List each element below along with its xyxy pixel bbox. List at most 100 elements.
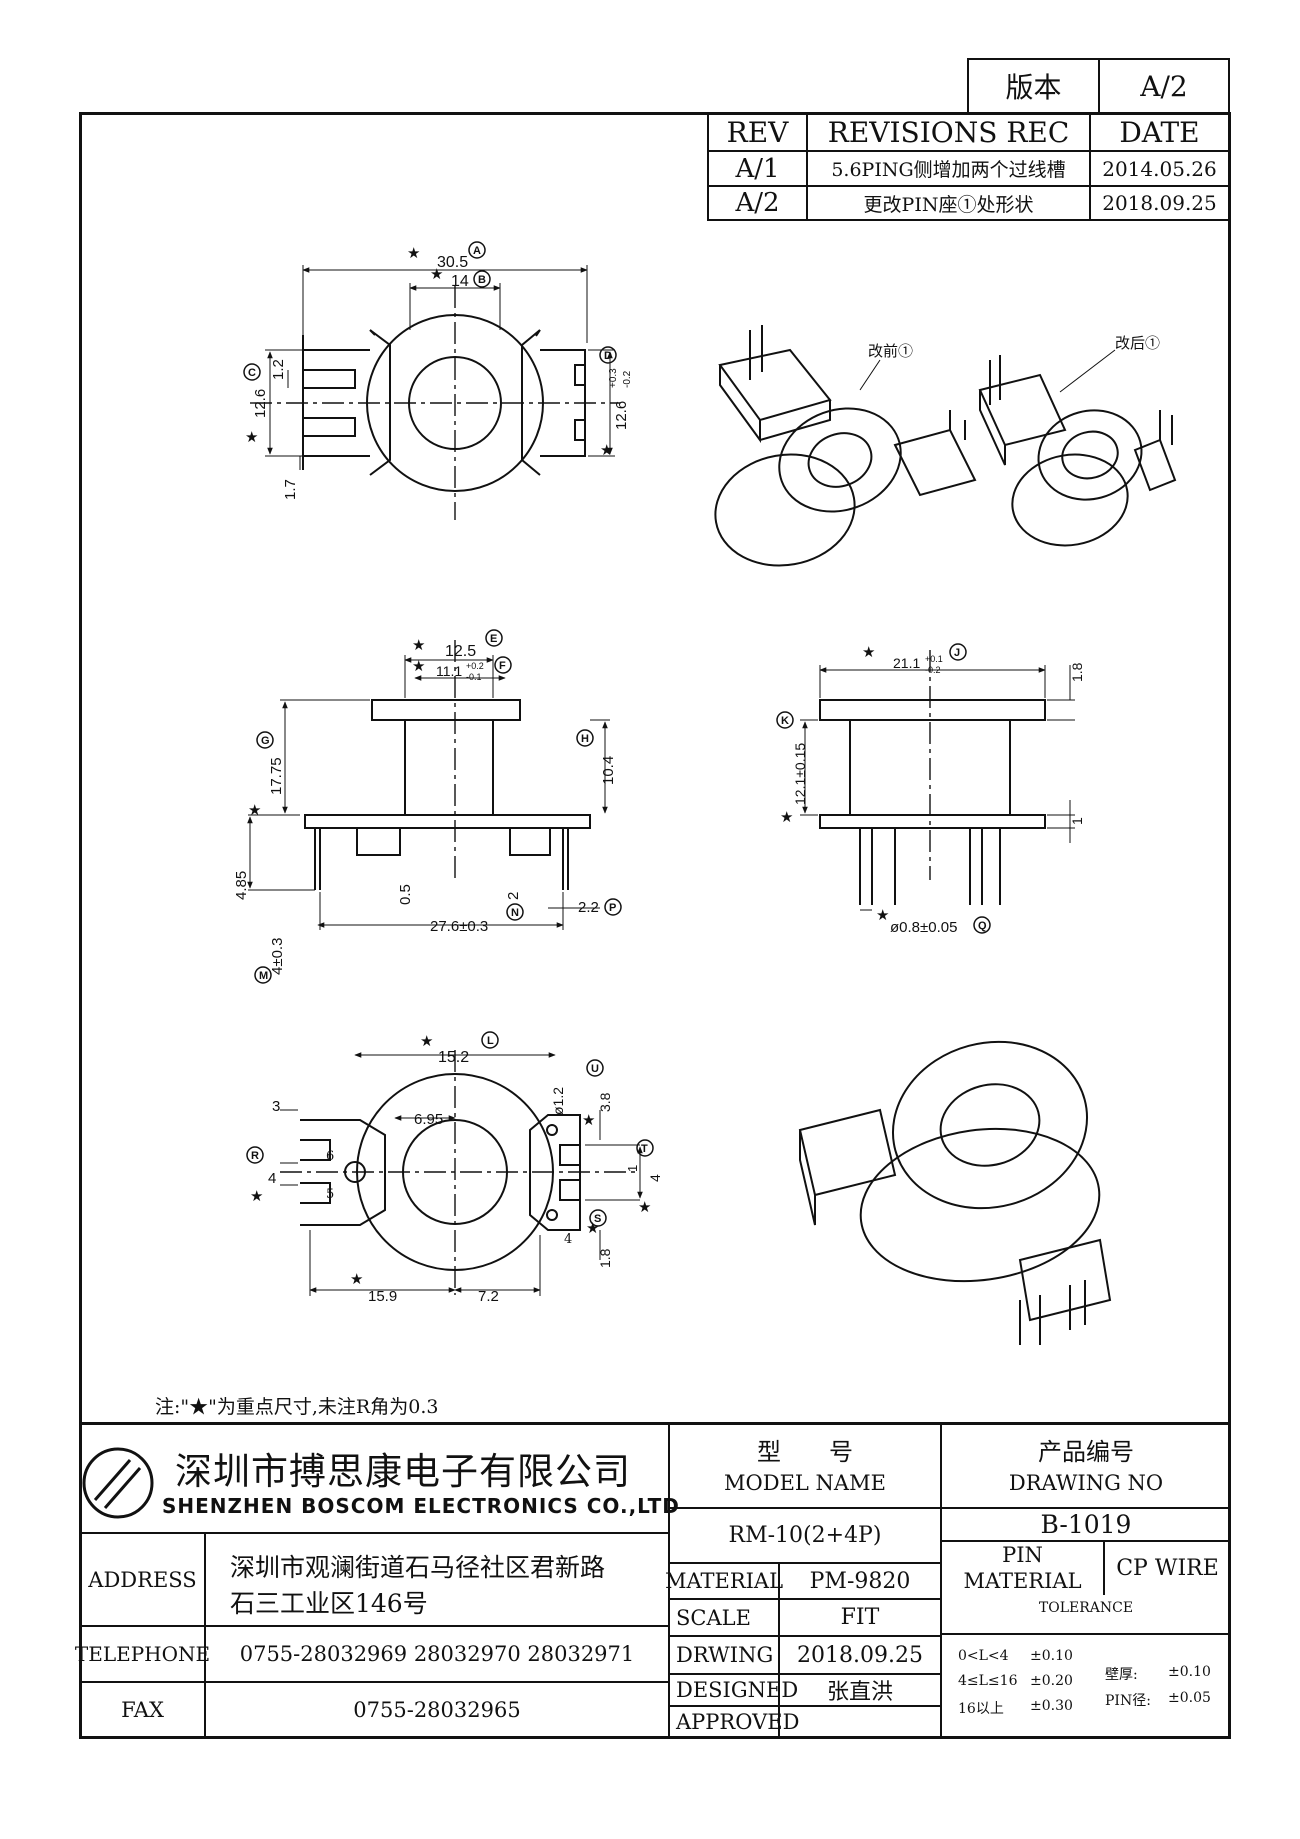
svg-text:P: P xyxy=(609,902,616,914)
drwing-label: DRWING xyxy=(676,1643,774,1667)
address-line-1: 深圳市观澜街道石马径社区君新路 xyxy=(230,1553,606,1582)
dim-f-tol-lower: -0.1 xyxy=(466,672,482,682)
star-s: ★ xyxy=(586,1220,599,1237)
wall-thickness-value: ±0.10 xyxy=(1168,1664,1211,1680)
dim-1-8: 1.8 xyxy=(1069,662,1085,682)
rev-header: REV xyxy=(726,115,789,149)
star-q: ★ xyxy=(876,907,889,924)
iso-notes: 改前① 改后① xyxy=(859,334,1160,393)
dim-h: 10.4 xyxy=(600,756,617,785)
version-label: 版本 xyxy=(1005,71,1062,104)
revision-row-rev: A/2 xyxy=(735,188,780,218)
scale-value: FIT xyxy=(840,1605,880,1630)
front-view xyxy=(247,640,610,930)
dim-j-tol-lower: -0.2 xyxy=(925,665,941,675)
dim-t2: 4 xyxy=(647,1174,663,1182)
dim-c2: 12.6 xyxy=(252,389,269,418)
callout-b: B xyxy=(473,270,491,288)
version-value: A/2 xyxy=(1140,69,1188,103)
dim-e: 12.5 xyxy=(445,643,476,660)
pin-4-label: 4 xyxy=(564,1232,572,1247)
svg-text:G: G xyxy=(261,735,270,747)
revision-row-date: 2018.09.25 xyxy=(1102,191,1217,215)
address-line-2: 石三工业区146号 xyxy=(230,1589,428,1618)
dim-f: 11.1 xyxy=(436,663,462,679)
pin-6-label: 6 xyxy=(326,1149,334,1164)
dim-t1: 1 xyxy=(625,1165,640,1172)
star-a: ★ xyxy=(407,245,420,262)
svg-text:F: F xyxy=(499,660,506,672)
svg-text:T: T xyxy=(641,1143,648,1155)
dim-m: 4±0.3 xyxy=(269,938,286,975)
star-b: ★ xyxy=(430,266,443,283)
dim-4-85: 4.85 xyxy=(233,871,250,900)
dim-c1: 1.2 xyxy=(270,359,287,380)
dim-15-9: 15.9 xyxy=(368,1288,397,1305)
top-view xyxy=(250,265,620,520)
fax-value: 0755-28032965 xyxy=(353,1697,521,1722)
dim-2: 2 xyxy=(505,892,522,900)
svg-text:J: J xyxy=(954,647,960,659)
dim-n: 27.6±0.3 xyxy=(430,918,488,935)
address-label: ADDRESS xyxy=(88,1567,197,1592)
company-logo-icon xyxy=(82,1447,154,1519)
dim-d: 12.6 xyxy=(613,401,630,430)
fax-label: FAX xyxy=(121,1697,164,1722)
model-label-en: MODEL NAME xyxy=(724,1471,886,1495)
callout-a: A xyxy=(468,241,486,259)
telephone-label: TELEPHONE xyxy=(74,1642,211,1666)
date-header: DATE xyxy=(1119,115,1200,149)
dimension-labels: 30.5 14 ★ ★ 1.2 12.6 1.7 ★ 12.6 +0.3 -0.… xyxy=(233,245,1085,1305)
dim-l: 15.2 xyxy=(438,1049,469,1066)
drawing-no-value: B-1019 xyxy=(1040,1510,1132,1539)
tolerance-range: 4≤L≤16 xyxy=(958,1673,1018,1689)
callout-f: F xyxy=(494,656,512,674)
svg-text:M: M xyxy=(259,970,268,982)
svg-text:B: B xyxy=(478,274,486,286)
dim-b: 14 xyxy=(451,273,469,290)
pin-material-label-1: PIN xyxy=(1002,1543,1043,1567)
callout-c: C xyxy=(243,363,261,381)
svg-text:D: D xyxy=(604,350,612,362)
star-f: ★ xyxy=(412,658,425,675)
callout-t: T xyxy=(636,1139,654,1157)
dim-1-7: 1.7 xyxy=(282,479,299,500)
key-dimension-note: 注:"★"为重点尺寸,未注R角为0.3 xyxy=(155,1396,439,1418)
callout-e: E xyxy=(485,629,503,647)
pin-diameter-label: PIN径: xyxy=(1105,1693,1151,1709)
dim-p: 2.2 xyxy=(578,899,599,916)
star-d: ★ xyxy=(600,442,613,459)
pin-material-value: CP WIRE xyxy=(1116,1556,1219,1581)
svg-text:H: H xyxy=(581,733,589,745)
iso-after xyxy=(978,355,1177,547)
tolerance-range: 16以上 xyxy=(958,1701,1004,1717)
svg-text:A: A xyxy=(473,245,481,257)
callout-q: Q xyxy=(973,916,991,934)
tolerance-value: ±0.20 xyxy=(1030,1673,1073,1689)
material-label: MATERIAL xyxy=(664,1569,784,1593)
approved-value xyxy=(780,1707,940,1736)
star-r: ★ xyxy=(250,1188,263,1205)
star-j: ★ xyxy=(862,644,875,661)
revisions-rec-header: REVISIONS REC xyxy=(827,115,1070,149)
tolerance-title: TOLERANCE xyxy=(1038,1600,1134,1616)
callout-h: H xyxy=(576,729,594,747)
callout-g: G xyxy=(256,731,274,749)
svg-text:S: S xyxy=(594,1213,601,1225)
dim-6-95: 6.95 xyxy=(414,1111,443,1128)
dim-j-tol-upper: +0.1 xyxy=(925,654,943,664)
pin-material-label-2: MATERIAL xyxy=(963,1569,1082,1593)
star-l: ★ xyxy=(420,1033,433,1050)
iso-before xyxy=(714,325,977,567)
dim-f-tol-upper: +0.2 xyxy=(466,661,484,671)
callout-markers: A B C D E F G H M N P J K Q L R U T S xyxy=(243,241,991,1227)
callout-m: M xyxy=(254,966,272,984)
pin-diameter-value: ±0.05 xyxy=(1168,1690,1211,1706)
approved-label: APPROVED xyxy=(676,1709,800,1734)
material-value: PM-9820 xyxy=(809,1568,911,1594)
scale-label: SCALE xyxy=(676,1605,751,1630)
drwing-value: 2018.09.25 xyxy=(797,1642,923,1668)
tolerance-value: ±0.30 xyxy=(1030,1698,1073,1714)
telephone-value: 0755-28032969 28032970 28032971 xyxy=(239,1642,635,1666)
